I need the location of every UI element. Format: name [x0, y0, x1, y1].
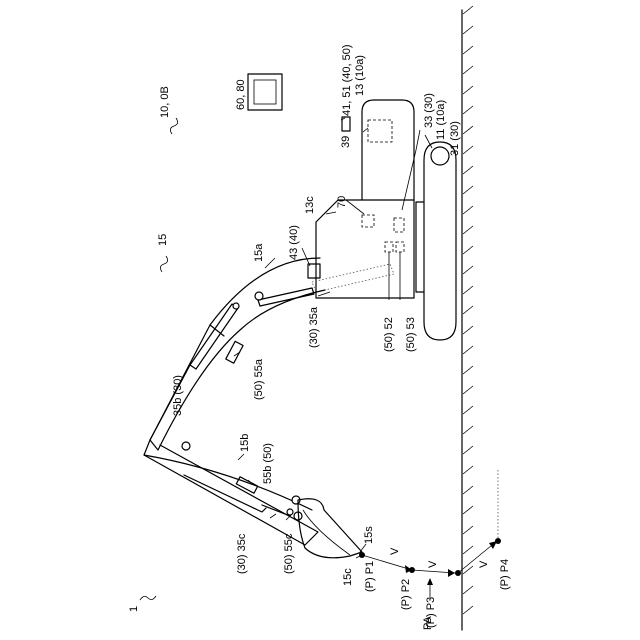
label-vector-1: V [389, 547, 401, 555]
label-point-p4: (P) P4 [499, 559, 511, 590]
label-lower-body: 11 (10a) [435, 100, 447, 140]
label-crawler: 31 (30) [449, 121, 461, 156]
label-display: 60, 80 [235, 79, 247, 110]
label-sensor-52: (50) 52 [383, 317, 395, 352]
leader-lines [140, 118, 432, 600]
label-bucket-imu: (50) 55c [283, 533, 295, 574]
label-ground-level: PA [422, 615, 434, 630]
label-boom-sensor: 43 (40) [288, 225, 300, 260]
label-sensor-33: 33 (30) [423, 93, 435, 128]
label-arm-cylinder: 35b (30) [172, 375, 184, 416]
label-arm: 15b [239, 434, 251, 452]
label-fig-ref: 1 [128, 606, 140, 612]
label-boom-imu: (50) 55a [253, 358, 265, 400]
reference-labels: 1 10, 0B 15 60, 80 41, 51 (40, 50) 13 (1… [128, 44, 511, 630]
label-bucket: 15c [342, 568, 354, 586]
ground-surface [462, 6, 473, 630]
label-swing-axis: 13c [304, 196, 316, 214]
crawler-track [416, 142, 456, 340]
label-vector-2: V [427, 560, 439, 568]
label-arm-imu: 55b (50) [262, 443, 274, 484]
arm-cylinder [150, 303, 239, 450]
label-machine-ref: 10, 0B [159, 86, 171, 118]
label-point-p2: (P) P2 [400, 579, 412, 610]
upper-swing-body [316, 100, 414, 298]
tip-trajectory [359, 470, 501, 598]
arm [144, 440, 318, 545]
label-unit-70: 70 [336, 196, 348, 208]
label-vector-3: V [478, 560, 490, 568]
label-bucket-tip: 15s [363, 526, 375, 544]
point-p4-marker [495, 538, 501, 544]
label-boom-cylinder: (30) 35a [308, 306, 320, 348]
label-bucket-cylinder: (30) 35c [236, 533, 248, 574]
label-upper-body: 13 (10a) [354, 55, 366, 96]
boom-cylinder [255, 264, 394, 306]
label-cab-sensor: 41, 51 (40, 50) [341, 44, 353, 116]
label-point-p1: (P) P1 [364, 561, 376, 592]
label-sensor-53: (50) 53 [405, 317, 417, 352]
bucket [287, 499, 362, 558]
label-boom: 15a [253, 243, 265, 262]
label-work-machine: 15 [157, 234, 169, 246]
label-unit-39: 39 [340, 136, 352, 148]
display-device-icon [248, 74, 282, 110]
